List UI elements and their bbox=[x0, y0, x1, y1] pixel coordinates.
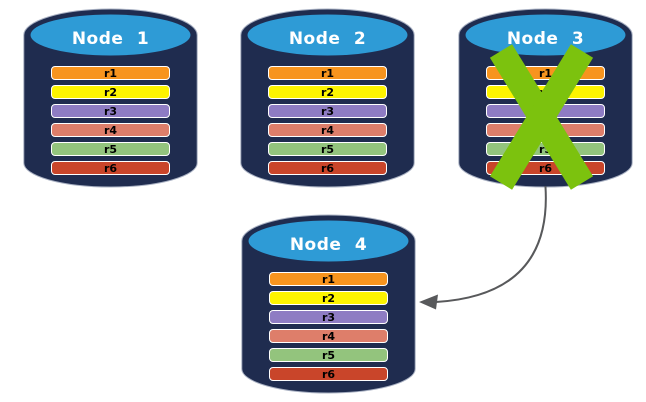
arrow-curve bbox=[435, 186, 547, 303]
replica-row: r6 bbox=[486, 161, 605, 175]
replica-label: r3 bbox=[321, 310, 336, 324]
node-title: Node 4 bbox=[289, 235, 368, 255]
replica-label: r5 bbox=[321, 348, 336, 362]
db-node: Node 3 r1 r2 r3 r4 r5 r6 bbox=[458, 8, 633, 188]
replica-row: r2 bbox=[486, 85, 605, 99]
replica-label: r1 bbox=[103, 66, 118, 80]
replica-row: r3 bbox=[269, 310, 388, 324]
replica-row: r6 bbox=[51, 161, 170, 175]
replica-row: r3 bbox=[486, 104, 605, 118]
replica-label: r2 bbox=[103, 85, 118, 99]
replica-row: r5 bbox=[268, 142, 387, 156]
replica-label: r4 bbox=[103, 123, 118, 137]
replica-label: r3 bbox=[538, 104, 553, 118]
replica-row: r6 bbox=[269, 367, 388, 381]
replica-row: r1 bbox=[51, 66, 170, 80]
replica-rows: r1 r2 r3 r4 r5 r6 bbox=[51, 66, 170, 175]
replica-row: r4 bbox=[269, 329, 388, 343]
replica-row: r1 bbox=[486, 66, 605, 80]
db-node: Node 2 r1 r2 r3 r4 r5 r6 bbox=[240, 8, 415, 188]
replica-row: r2 bbox=[269, 291, 388, 305]
replica-row: r6 bbox=[268, 161, 387, 175]
replica-label: r2 bbox=[321, 291, 336, 305]
replica-row: r3 bbox=[51, 104, 170, 118]
replica-label: r6 bbox=[538, 161, 553, 175]
replica-label: r6 bbox=[103, 161, 118, 175]
replica-label: r5 bbox=[538, 142, 553, 156]
replica-rows: r1 r2 r3 r4 r5 r6 bbox=[486, 66, 605, 175]
replica-label: r5 bbox=[320, 142, 335, 156]
replica-label: r1 bbox=[321, 272, 336, 286]
cylinder-top-icon bbox=[30, 14, 191, 56]
arrow-head-icon bbox=[419, 294, 438, 310]
replica-label: r3 bbox=[320, 104, 335, 118]
replica-label: r6 bbox=[321, 367, 336, 381]
node-title: Node 3 bbox=[506, 29, 585, 49]
replica-row: r5 bbox=[486, 142, 605, 156]
replica-row: r4 bbox=[268, 123, 387, 137]
replica-row: r2 bbox=[268, 85, 387, 99]
replica-label: r4 bbox=[321, 329, 336, 343]
db-node: Node 4 r1 r2 r3 r4 r5 r6 bbox=[241, 214, 416, 394]
node-title: Node 2 bbox=[288, 29, 367, 49]
replica-row: r5 bbox=[51, 142, 170, 156]
replica-rows: r1 r2 r3 r4 r5 r6 bbox=[269, 272, 388, 381]
replica-label: r4 bbox=[320, 123, 335, 137]
db-node: Node 1 r1 r2 r3 r4 r5 r6 bbox=[23, 8, 198, 188]
replica-label: r6 bbox=[320, 161, 335, 175]
replica-label: r1 bbox=[538, 66, 553, 80]
replica-row: r3 bbox=[268, 104, 387, 118]
replica-label: r2 bbox=[320, 85, 335, 99]
replica-row: r4 bbox=[486, 123, 605, 137]
replica-label: r1 bbox=[320, 66, 335, 80]
replica-label: r3 bbox=[103, 104, 118, 118]
replica-label: r4 bbox=[538, 123, 553, 137]
replica-label: r5 bbox=[103, 142, 118, 156]
replica-row: r1 bbox=[268, 66, 387, 80]
replica-row: r1 bbox=[269, 272, 388, 286]
replica-row: r2 bbox=[51, 85, 170, 99]
cylinder-top-icon bbox=[247, 14, 408, 56]
node-title: Node 1 bbox=[71, 29, 150, 49]
replica-rows: r1 r2 r3 r4 r5 r6 bbox=[268, 66, 387, 175]
replica-row: r5 bbox=[269, 348, 388, 362]
replica-row: r4 bbox=[51, 123, 170, 137]
cylinder-top-icon bbox=[248, 220, 409, 262]
replica-label: r2 bbox=[538, 85, 553, 99]
